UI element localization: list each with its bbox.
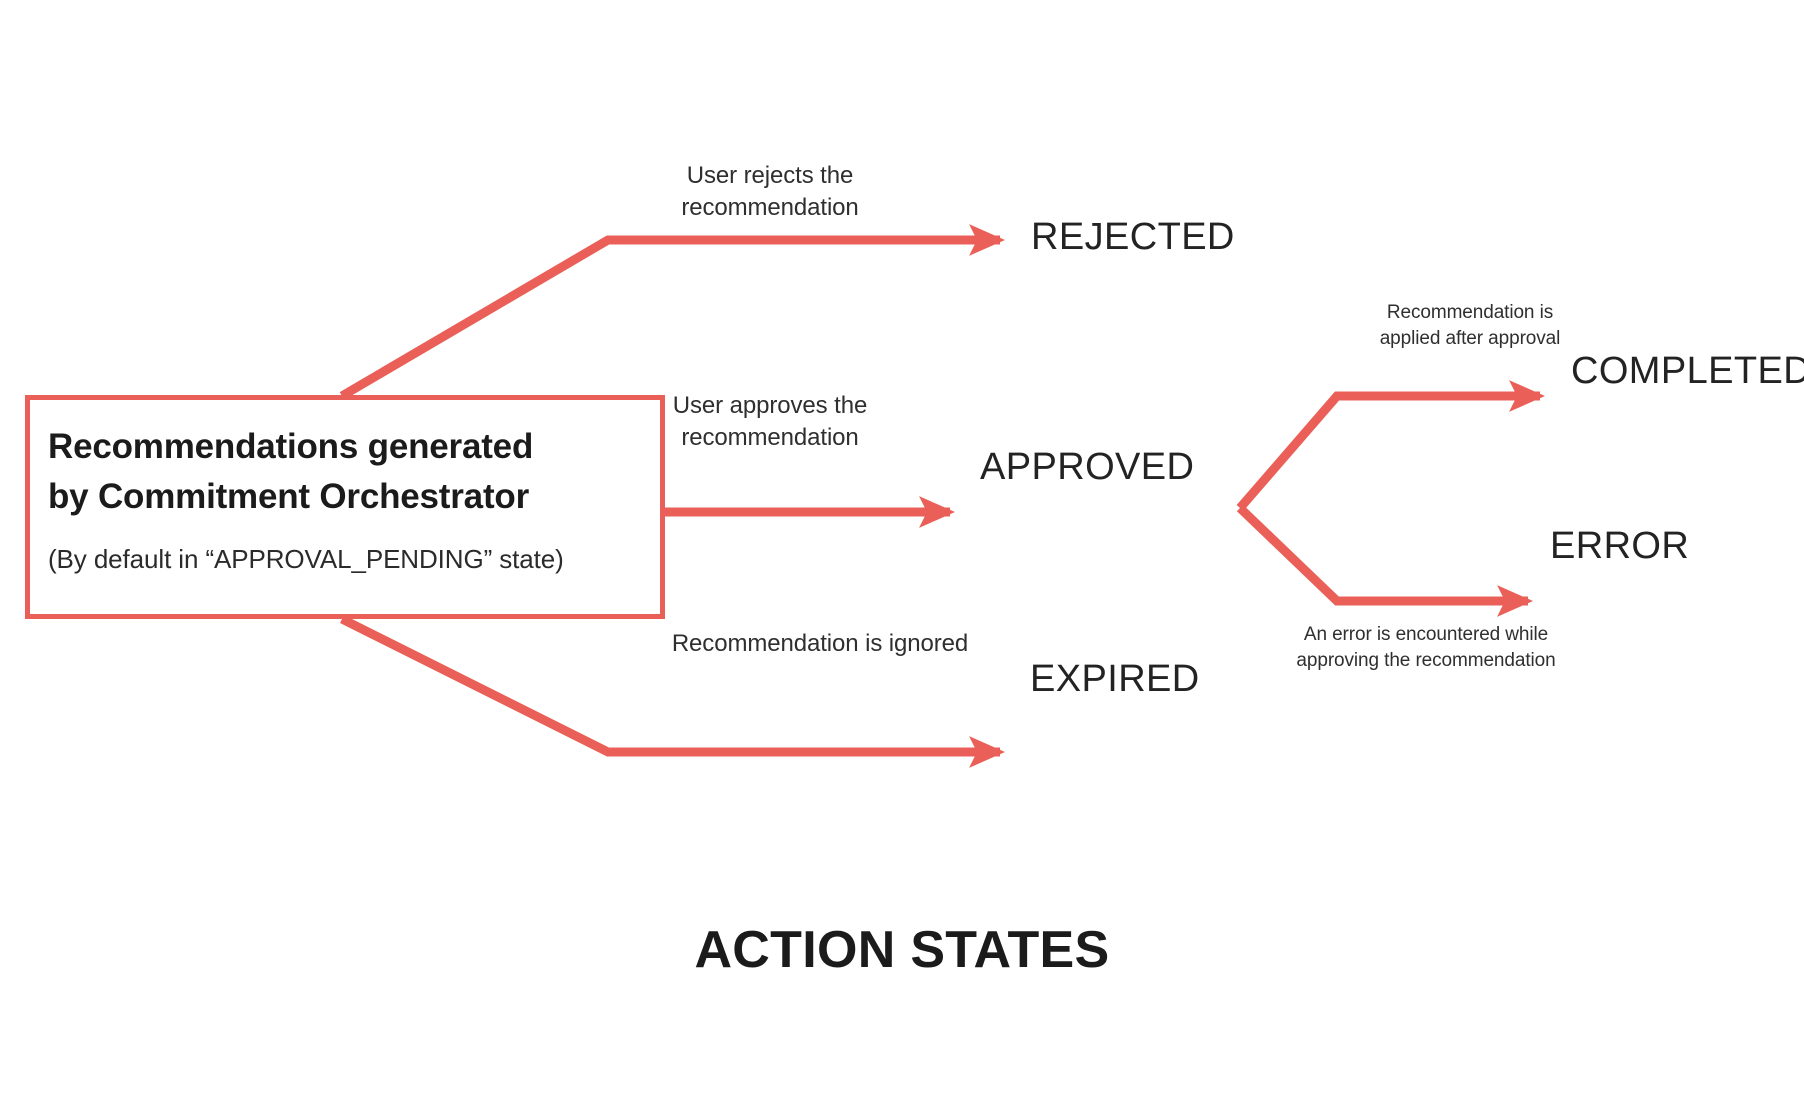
- source-node-title: Recommendations generated by Commitment …: [48, 427, 534, 516]
- edge-to-expired: [339, 614, 1006, 768]
- edge-label-completed: Recommendation is applied after approval: [1379, 302, 1561, 350]
- source-node[interactable]: Recommendations generated by Commitment …: [25, 395, 665, 619]
- edge-to-error: [1236, 504, 1534, 617]
- edge-label-approved: User approves the recommendation: [672, 392, 868, 451]
- state-completed[interactable]: COMPLETED: [1571, 350, 1804, 392]
- state-error[interactable]: ERROR: [1550, 525, 1690, 567]
- state-rejected[interactable]: REJECTED: [1031, 216, 1235, 258]
- edge-label-rejected: User rejects the recommendation: [681, 162, 859, 221]
- edge-label-error: An error is encountered while approving …: [1296, 624, 1556, 672]
- source-node-subtitle: (By default in “APPROVAL_PENDING” state): [48, 544, 564, 575]
- state-expired[interactable]: EXPIRED: [1030, 658, 1200, 700]
- edge-label-expired: Recommendation is ignored: [671, 630, 969, 657]
- edge-to-completed: [1236, 380, 1546, 511]
- diagram-caption: ACTION STATES: [694, 921, 1110, 979]
- edge-to-rejected: [339, 224, 1006, 400]
- state-approved[interactable]: APPROVED: [980, 446, 1195, 488]
